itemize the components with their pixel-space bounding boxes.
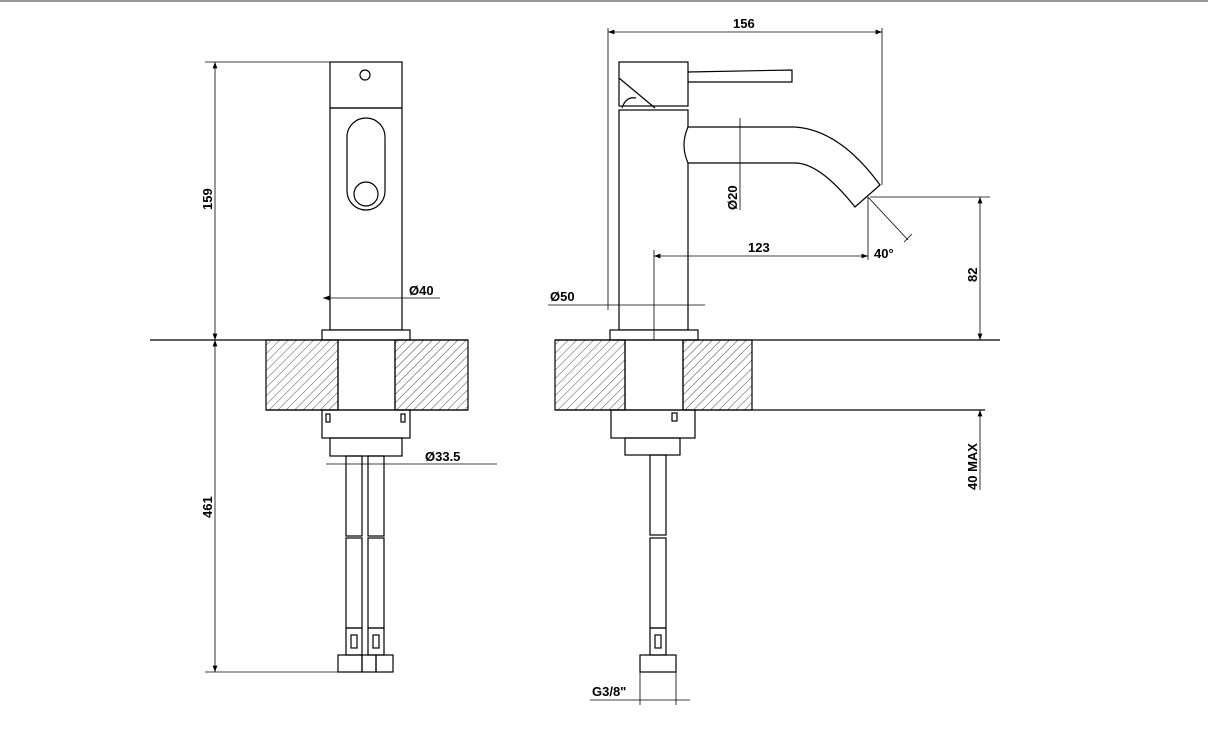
- front-view: 159 461 Ø40 Ø33.5: [150, 61, 497, 673]
- hose-left: [345, 455, 363, 537]
- dim-base-diameter: Ø50: [550, 289, 575, 304]
- base-ring: [321, 329, 411, 341]
- faucet-body: [618, 109, 689, 331]
- faucet-body: [329, 107, 403, 331]
- spout: [683, 126, 881, 208]
- hose-nut-right: [375, 654, 394, 673]
- dim-max-thickness: 40 MAX: [965, 443, 980, 490]
- dim-body-diameter: Ø40: [409, 283, 434, 298]
- countertop-section-right: [682, 339, 753, 411]
- handle-block: [329, 61, 403, 109]
- dim-width-156: 156: [733, 16, 755, 31]
- hose-nut: [639, 654, 677, 673]
- shank: [329, 437, 403, 457]
- aerator: [353, 181, 379, 207]
- dim-length-461: 461: [200, 496, 215, 518]
- dim-reach-123: 123: [748, 240, 770, 255]
- dim-thread: G3/8": [592, 684, 626, 699]
- side-view: 156 Ø20 123 40° 82 40 MAX Ø50 G3/8": [548, 16, 1000, 705]
- countertop-section-left: [265, 339, 339, 411]
- handle-block: [618, 61, 689, 107]
- spout-slot: [346, 117, 386, 211]
- dim-shank-diameter: Ø33.5: [425, 449, 460, 464]
- lever: [687, 69, 793, 83]
- dim-height-159: 159: [200, 188, 215, 210]
- hose: [649, 454, 667, 536]
- fixing-nut: [321, 409, 411, 439]
- dim-spout-height-82: 82: [965, 268, 980, 282]
- countertop-section-left: [554, 339, 626, 411]
- hose-nut-left: [337, 654, 363, 673]
- countertop-section-right: [394, 339, 469, 411]
- lever-hole: [359, 69, 371, 81]
- shank: [624, 437, 681, 456]
- dim-spout-diameter: Ø20: [725, 185, 740, 210]
- fixing-nut: [610, 409, 696, 439]
- dim-angle-40: 40°: [874, 246, 894, 261]
- hose-right: [367, 455, 385, 537]
